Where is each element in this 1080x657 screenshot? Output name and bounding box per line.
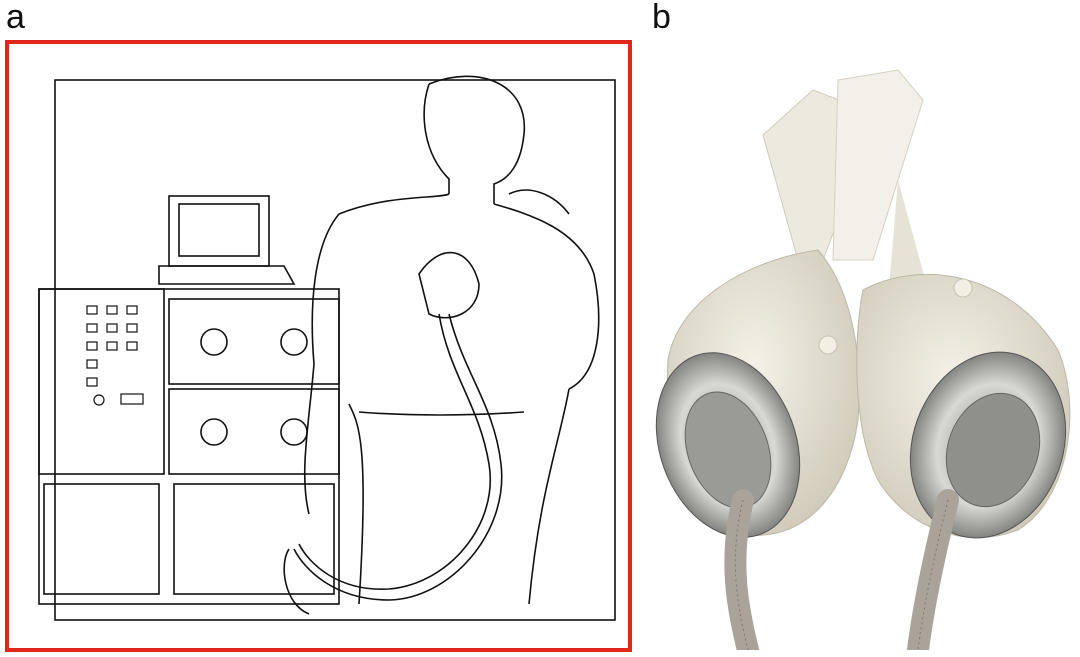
panel-a-illustration xyxy=(5,40,632,652)
patient-figure xyxy=(283,75,600,615)
ventricle-right xyxy=(818,274,1071,539)
ventricle-left xyxy=(655,249,860,538)
outflow-tubes xyxy=(762,69,928,300)
panel-label-b: b xyxy=(652,0,671,36)
console-machine xyxy=(38,195,340,605)
panel-label-a: a xyxy=(6,0,25,36)
background-frame xyxy=(54,79,616,621)
panel-b-device-photo xyxy=(648,60,1080,650)
